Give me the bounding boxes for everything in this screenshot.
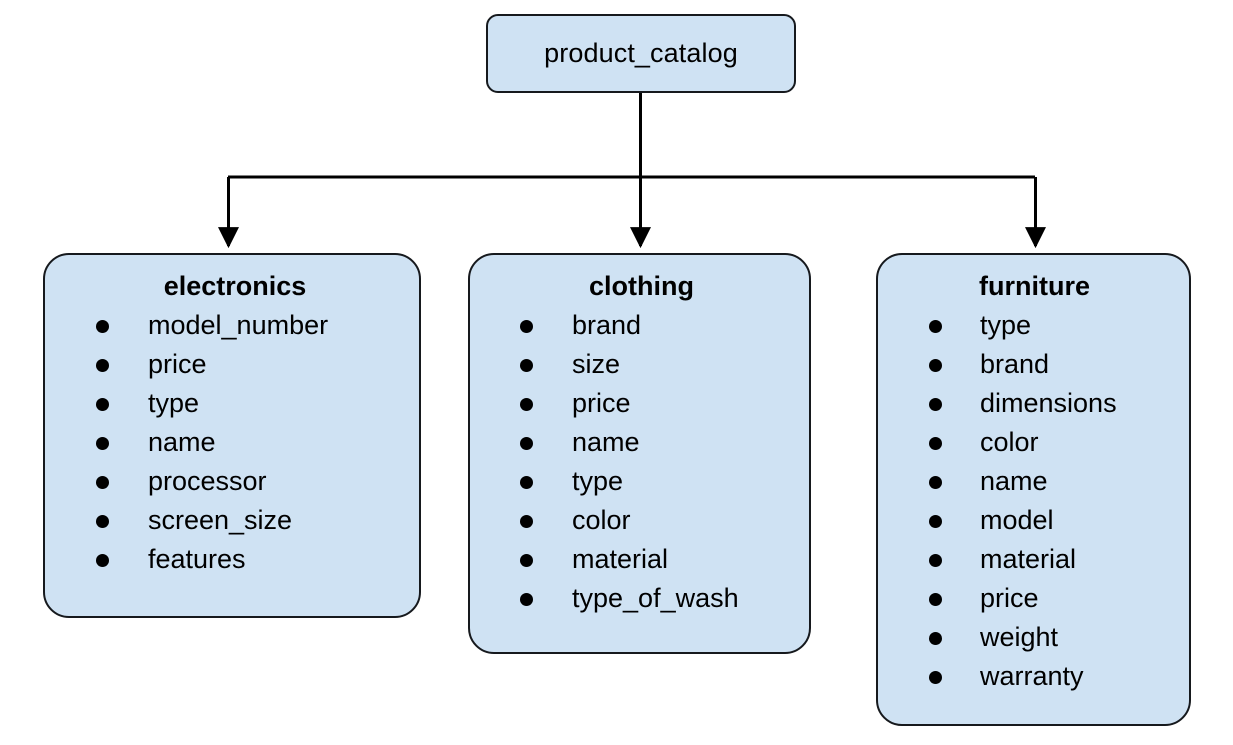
field-label: color — [980, 427, 1039, 457]
field-row: model_number — [45, 306, 419, 345]
bullet-icon — [929, 475, 942, 489]
field-label: price — [572, 388, 631, 418]
field-label: type — [148, 388, 200, 418]
node-clothing-title: clothing — [589, 271, 694, 301]
field-row: type — [470, 462, 809, 501]
node-clothing[interactable]: clothing brand size price name type — [468, 253, 811, 654]
field-row: type_of_wash — [470, 579, 809, 618]
node-furniture[interactable]: furniture type brand dimensions color na… — [876, 253, 1191, 726]
bullet-icon — [929, 358, 942, 372]
bullet-icon — [520, 358, 533, 372]
field-label: type — [980, 310, 1032, 340]
field-label: brand — [980, 349, 1050, 379]
field-row: price — [878, 579, 1189, 618]
field-row: name — [45, 423, 419, 462]
node-electronics[interactable]: electronics model_number price type name… — [43, 253, 421, 618]
field-list-furniture: type brand dimensions color name model — [878, 306, 1189, 696]
field-row: warranty — [878, 657, 1189, 696]
bullet-icon — [929, 436, 942, 450]
bullet-icon — [520, 592, 533, 606]
field-row: color — [470, 501, 809, 540]
field-row: material — [470, 540, 809, 579]
field-label: name — [572, 427, 640, 457]
field-row: brand — [470, 306, 809, 345]
field-label: material — [572, 544, 669, 574]
field-label: material — [980, 544, 1077, 574]
field-list-clothing: brand size price name type color — [470, 306, 809, 618]
bullet-icon — [96, 553, 109, 567]
field-row: price — [470, 384, 809, 423]
field-label: dimensions — [980, 388, 1117, 418]
field-row: features — [45, 540, 419, 579]
node-product-catalog[interactable]: product_catalog — [486, 14, 796, 93]
field-label: weight — [980, 622, 1059, 652]
bullet-icon — [929, 319, 942, 333]
node-root-label: product_catalog — [544, 38, 738, 68]
node-furniture-title: furniture — [979, 271, 1090, 301]
field-label: model — [980, 505, 1054, 535]
field-row: material — [878, 540, 1189, 579]
bullet-icon — [96, 514, 109, 528]
bullet-icon — [520, 319, 533, 333]
bullet-icon — [929, 553, 942, 567]
field-label: color — [572, 505, 631, 535]
field-label: type_of_wash — [572, 583, 739, 613]
bullet-icon — [520, 397, 533, 411]
field-label: brand — [572, 310, 642, 340]
field-label: price — [148, 349, 207, 379]
field-row: size — [470, 345, 809, 384]
field-row: color — [878, 423, 1189, 462]
field-row: type — [45, 384, 419, 423]
bullet-icon — [520, 475, 533, 489]
field-row: name — [470, 423, 809, 462]
bullet-icon — [929, 631, 942, 645]
field-label: price — [980, 583, 1039, 613]
node-electronics-title: electronics — [163, 271, 307, 301]
field-label: processor — [148, 466, 267, 496]
field-label: screen_size — [148, 505, 293, 535]
field-label: features — [148, 544, 246, 574]
field-row: weight — [878, 618, 1189, 657]
bullet-icon — [520, 436, 533, 450]
bullet-icon — [520, 514, 533, 528]
field-row: processor — [45, 462, 419, 501]
field-label: name — [148, 427, 216, 457]
field-row: brand — [878, 345, 1189, 384]
field-row: model — [878, 501, 1189, 540]
bullet-icon — [96, 319, 109, 333]
bullet-icon — [96, 397, 109, 411]
bullet-icon — [96, 475, 109, 489]
field-label: warranty — [980, 661, 1084, 691]
bullet-icon — [929, 670, 942, 684]
field-row: type — [878, 306, 1189, 345]
field-row: name — [878, 462, 1189, 501]
bullet-icon — [96, 358, 109, 372]
bullet-icon — [520, 553, 533, 567]
field-row: price — [45, 345, 419, 384]
field-label: model_number — [148, 310, 329, 340]
field-list-electronics: model_number price type name processor s… — [45, 306, 419, 579]
bullet-icon — [929, 397, 942, 411]
field-row: dimensions — [878, 384, 1189, 423]
bullet-icon — [929, 592, 942, 606]
field-row: screen_size — [45, 501, 419, 540]
bullet-icon — [96, 436, 109, 450]
bullet-icon — [929, 514, 942, 528]
field-label: name — [980, 466, 1048, 496]
field-label: type — [572, 466, 624, 496]
field-label: size — [572, 349, 621, 379]
